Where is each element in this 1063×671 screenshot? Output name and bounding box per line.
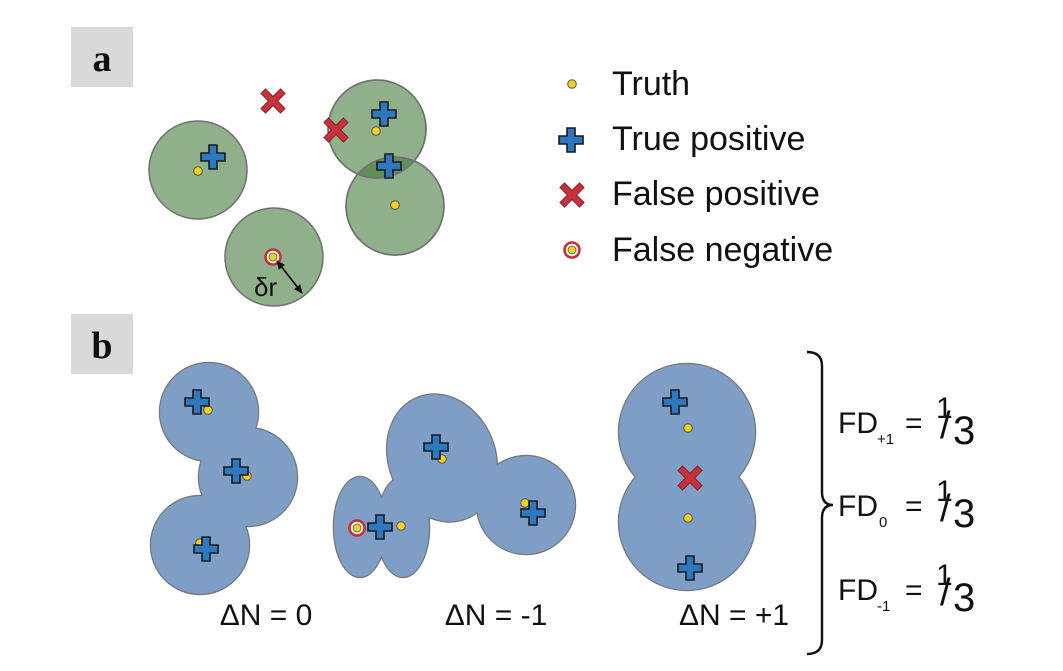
bracket (806, 350, 834, 656)
fd-minus-slash: / (940, 572, 951, 614)
fd-zero-sub: 0 (879, 514, 887, 531)
fd-zero-slash: / (940, 488, 951, 530)
fd-plus-sub: +1 (877, 431, 894, 448)
blob-case-minus (332, 393, 577, 579)
fd-plus-slash: / (940, 405, 951, 447)
legend-false-negative-label: False negative (612, 231, 833, 269)
legend-false-positive-icon (559, 182, 585, 208)
truth-point (193, 166, 203, 176)
panel-b: b (71, 314, 975, 656)
fd-minus-den: 3 (953, 576, 975, 620)
fd-plus: FD +1 = 1 / 3 (838, 392, 975, 453)
legend-false-positive-label: False positive (612, 175, 820, 213)
false-positive-marker (260, 88, 286, 114)
false-negative-marker (348, 519, 366, 537)
legend-false-negative-icon (563, 241, 581, 259)
radius-arrow (276, 260, 303, 294)
fd-zero: FD 0 = 1 / 3 (838, 475, 975, 536)
truth-point (520, 498, 530, 508)
truth-point (683, 513, 693, 523)
panel-b-label-box (71, 314, 133, 374)
legend-truth-icon (567, 79, 577, 89)
fd-zero-eq: = (905, 490, 923, 523)
fd-zero-base: FD (838, 490, 878, 523)
legend: Truth True positive False positive False… (558, 65, 833, 269)
legend-truth-label: Truth (612, 65, 690, 103)
blob-case-plus (617, 362, 757, 592)
truth-point (390, 200, 400, 210)
truth-point (683, 423, 693, 433)
truth-point (396, 521, 406, 531)
radius-label: δr (254, 272, 277, 302)
fd-zero-num: 1 (936, 475, 953, 508)
panel-a: a δr (71, 27, 445, 307)
fd-minus: FD -1 = 1 / 3 (838, 559, 975, 620)
delta-n-zero-label: ΔN = 0 (220, 599, 313, 632)
truth-point (371, 126, 381, 136)
delta-n-minus-label: ΔN = -1 (445, 599, 548, 632)
fd-minus-eq: = (905, 574, 923, 607)
fd-plus-eq: = (905, 407, 923, 440)
blob-case-zero (149, 361, 299, 596)
fd-minus-sub: -1 (877, 598, 890, 615)
panel-a-label-box (71, 27, 133, 87)
panel-a-label: a (93, 38, 112, 80)
fd-plus-num: 1 (936, 392, 953, 425)
fd-plus-den: 3 (953, 409, 975, 453)
fd-zero-den: 3 (953, 492, 975, 536)
truth-point (203, 405, 213, 415)
fd-plus-base: FD (838, 407, 878, 440)
fd-minus-base: FD (838, 574, 878, 607)
delta-n-plus-label: ΔN = +1 (679, 599, 789, 632)
legend-true-positive-label: True positive (612, 120, 805, 158)
legend-true-positive-icon (558, 127, 584, 153)
fd-minus-num: 1 (936, 559, 953, 592)
panel-b-label: b (91, 325, 112, 367)
